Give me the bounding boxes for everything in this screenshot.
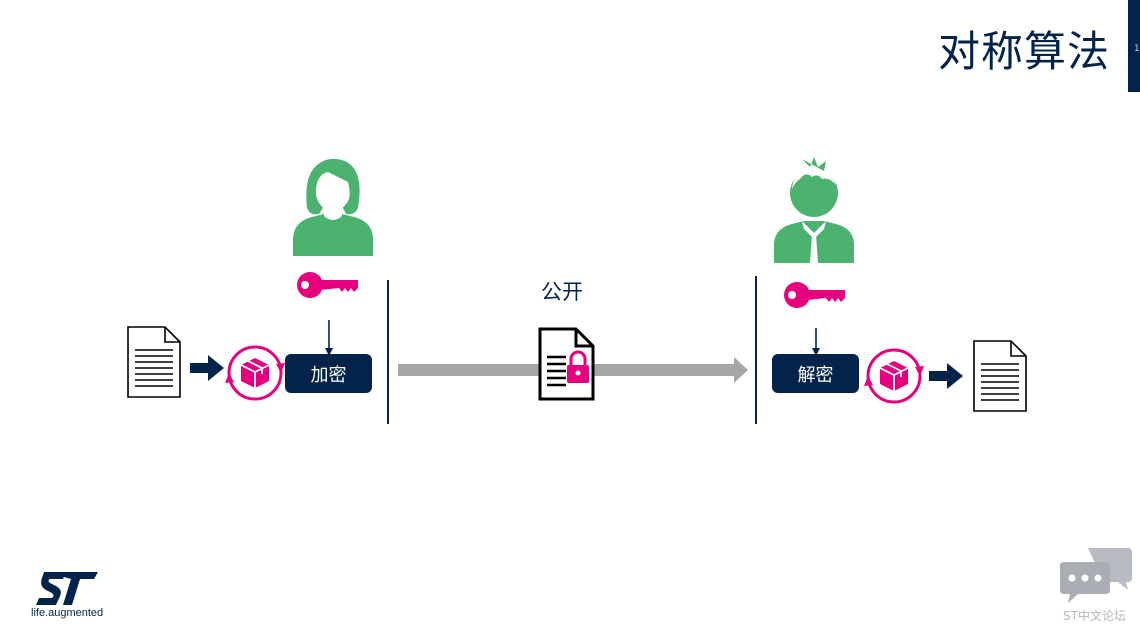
logo-tagline: life.augmented [31, 607, 104, 619]
public-label: 公开 [541, 280, 583, 304]
receiver-flow-arrow [929, 363, 963, 389]
locked-document-icon [538, 327, 595, 401]
receiver-key-icon [784, 282, 845, 308]
watermark-text: ST中文论坛 [1063, 609, 1126, 623]
receiver-divider-line [755, 276, 757, 424]
decrypt-label: 解密 [797, 364, 834, 386]
key-to-encrypt-arrow [325, 320, 333, 356]
female-person-icon [293, 158, 373, 256]
slide-title: 对称算法 [937, 27, 1110, 76]
sender-flow-arrow [190, 355, 224, 381]
slide-number: 1 [1134, 44, 1140, 54]
sender-cipher-cycle-icon [225, 345, 285, 401]
sender-divider-line [387, 280, 389, 424]
male-person-icon [774, 157, 854, 263]
chat-bubbles-icon [1060, 548, 1132, 603]
st-logo [36, 572, 98, 605]
sender-key-icon [297, 272, 358, 298]
plain-document-icon [127, 326, 181, 398]
encrypt-label: 加密 [310, 364, 347, 386]
decrypted-document-icon [973, 340, 1027, 412]
encrypt-box: 加密 [285, 354, 372, 393]
side-accent-bar [1128, 0, 1140, 92]
key-to-decrypt-arrow [812, 328, 820, 356]
receiver-cipher-cycle-icon [864, 348, 924, 404]
decrypt-box: 解密 [772, 354, 859, 393]
